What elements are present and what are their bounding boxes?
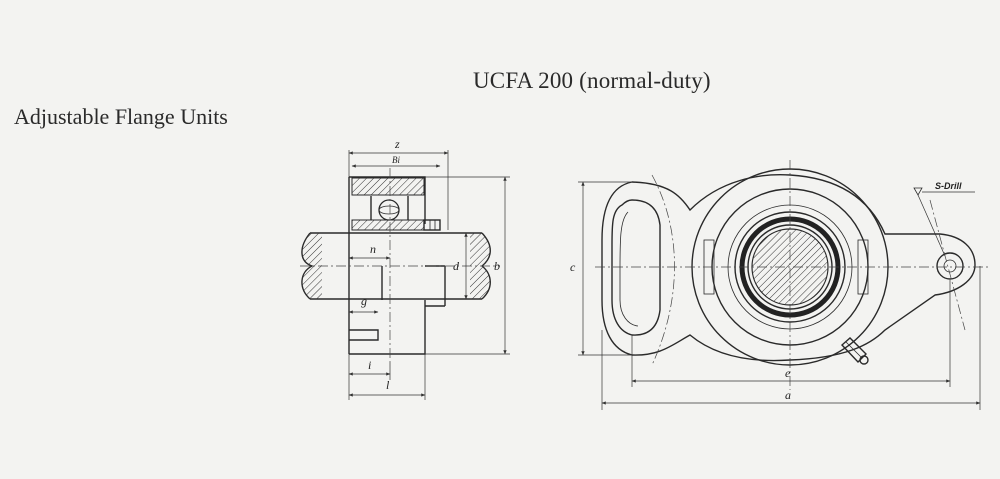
label-g: g [361,294,367,308]
dimension-b: b [425,176,510,355]
label-n: n [370,242,376,256]
label-i: i [368,358,371,372]
label-l: l [386,378,390,392]
adjustment-slot [611,199,661,336]
label-z: z [394,137,400,151]
label-drill: S-Drill [935,181,962,191]
dimension-i: i [348,354,391,400]
shaft [301,232,491,300]
dimension-d: d [453,232,468,300]
grease-nipple [840,337,869,365]
label-b: b [494,259,500,273]
slot-arc-centerline [651,174,675,366]
dimension-z: z [348,137,449,230]
dimension-a: a [601,266,981,410]
label-c: c [570,260,576,274]
dimension-l: l [348,354,426,400]
label-a: a [785,388,791,402]
dimension-c: c [570,181,632,356]
page-title: UCFA 200 (normal-duty) [473,68,711,93]
label-e: e [785,366,791,380]
dimension-n: n [348,242,391,260]
mounting-hole [936,252,964,280]
front-view: c e a S-Drill [570,160,990,410]
side-view: z Bi n d b g [300,137,510,400]
page-subtitle: Adjustable Flange Units [14,104,228,129]
drill-callout: S-Drill [913,181,975,257]
dimension-bi: Bi [351,155,441,168]
housing-section [348,176,446,355]
flange-outline [601,173,976,362]
dimension-g: g [348,294,379,314]
label-bi: Bi [392,155,400,165]
dimension-e: e [631,280,951,387]
label-d: d [453,259,460,273]
